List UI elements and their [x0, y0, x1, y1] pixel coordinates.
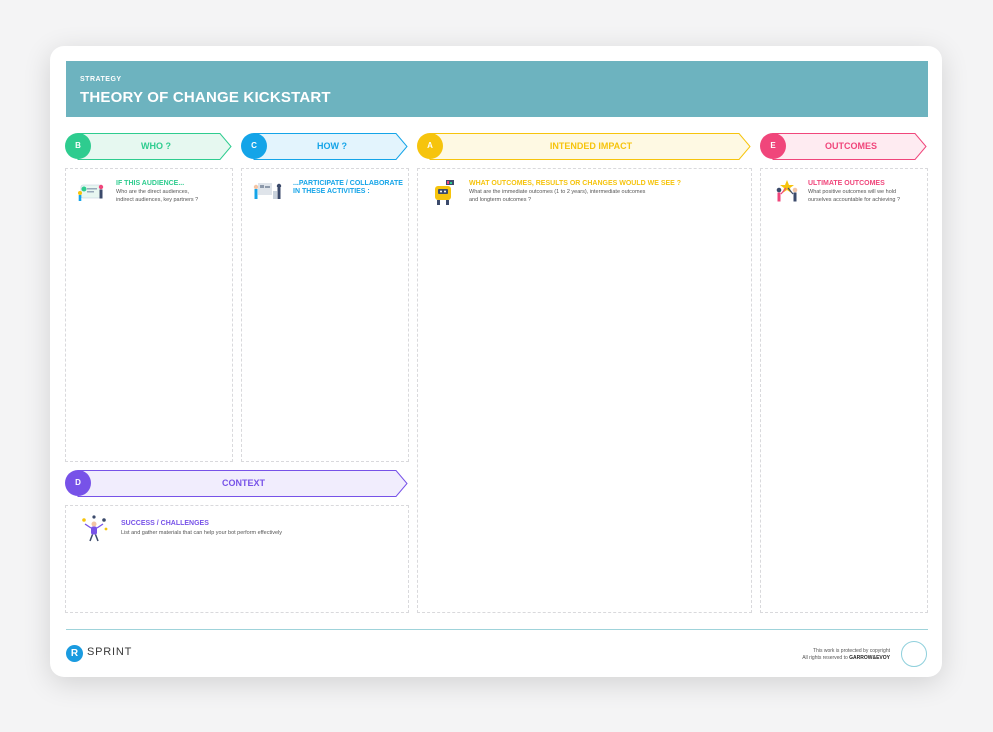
panel-who[interactable]: IF THIS AUDIENCE... Who are the direct a…	[65, 168, 233, 462]
section-header-label: HOW ?	[317, 141, 347, 151]
section-header-how: C HOW ?	[241, 133, 408, 160]
section-header-who: B WHO ?	[65, 133, 232, 160]
panel-impact[interactable]: WHAT OUTCOMES, RESULTS OR CHANGES WOULD …	[417, 168, 752, 613]
section-letter-badge: A	[417, 133, 443, 159]
juggling-person-illustration-icon	[82, 515, 108, 542]
panel-heading: ...PARTICIPATE / COLLABORATE	[293, 180, 403, 187]
panel-prompt-line: and longterm outcomes ?	[469, 197, 532, 203]
panel-heading: WHAT OUTCOMES, RESULTS OR CHANGES WOULD …	[469, 180, 682, 187]
collaboration-illustration-icon	[253, 183, 282, 199]
section-letter-badge: D	[65, 470, 91, 496]
panel-prompt-line: What positive outcomes will we hold	[808, 189, 897, 195]
section-header-label: OUTCOMES	[824, 141, 877, 151]
section-letter-badge: B	[65, 133, 91, 159]
panel-context[interactable]: SUCCESS / CHALLENGES List and gather mat…	[65, 505, 409, 613]
title-banner: STRATEGY THEORY OF CHANGE KICKSTART	[66, 61, 928, 117]
section-header-impact: A INTENDED IMPACT	[417, 133, 751, 160]
panel-prompt-line: ourselves accountable for achieving ?	[808, 197, 901, 203]
section-header-label: CONTEXT	[221, 478, 265, 488]
copyright-prefix: All rights reserved to	[802, 654, 850, 661]
panel-prompt-line: indirect audiences, key partners ?	[116, 197, 199, 203]
achievement-illustration-icon	[776, 180, 798, 202]
copyright-owner: GARROW&EVOY	[849, 654, 890, 661]
panel-prompt-line: Who are the direct audiences,	[116, 189, 190, 195]
page-title: THEORY OF CHANGE KICKSTART	[80, 89, 331, 106]
panel-heading: SUCCESS / CHALLENGES	[121, 520, 209, 527]
footer-divider	[66, 629, 928, 630]
banner-subtitle: STRATEGY	[80, 76, 122, 83]
section-header-label: WHO ?	[141, 141, 171, 151]
panel-outcomes[interactable]: ULTIMATE OUTCOMES What positive outcomes…	[760, 168, 928, 613]
panel-heading: ULTIMATE OUTCOMES	[808, 180, 885, 187]
section-header-outcomes: E OUTCOMES	[760, 133, 927, 160]
panel-heading: IF THIS AUDIENCE...	[116, 180, 185, 187]
sprint-logo-icon: R	[66, 645, 83, 662]
panel-prompt-line: What are the immediate outcomes (1 to 2 …	[469, 189, 646, 195]
section-header-label: INTENDED IMPACT	[549, 141, 633, 151]
copyright-notice: This work is protected by copyright All …	[802, 648, 890, 661]
section-header-context: D CONTEXT	[65, 470, 408, 497]
sprint-logo-text: SPRINT	[87, 646, 133, 658]
panel-how[interactable]: ...PARTICIPATE / COLLABORATE IN THESE AC…	[241, 168, 409, 462]
panel-heading: IN THESE ACTIVITIES :	[293, 188, 370, 195]
copyright-line: This work is protected by copyright	[813, 648, 890, 654]
copyright-line: All rights reserved to GARROW&EVOY	[802, 655, 890, 662]
audience-illustration-icon	[78, 184, 104, 201]
section-letter-badge: C	[241, 133, 267, 159]
seal-stamp-icon	[901, 641, 927, 667]
section-letter-badge: E	[760, 133, 786, 159]
robot-results-illustration-icon	[435, 180, 454, 205]
panel-prompt-line: List and gather materials that can help …	[121, 530, 283, 536]
